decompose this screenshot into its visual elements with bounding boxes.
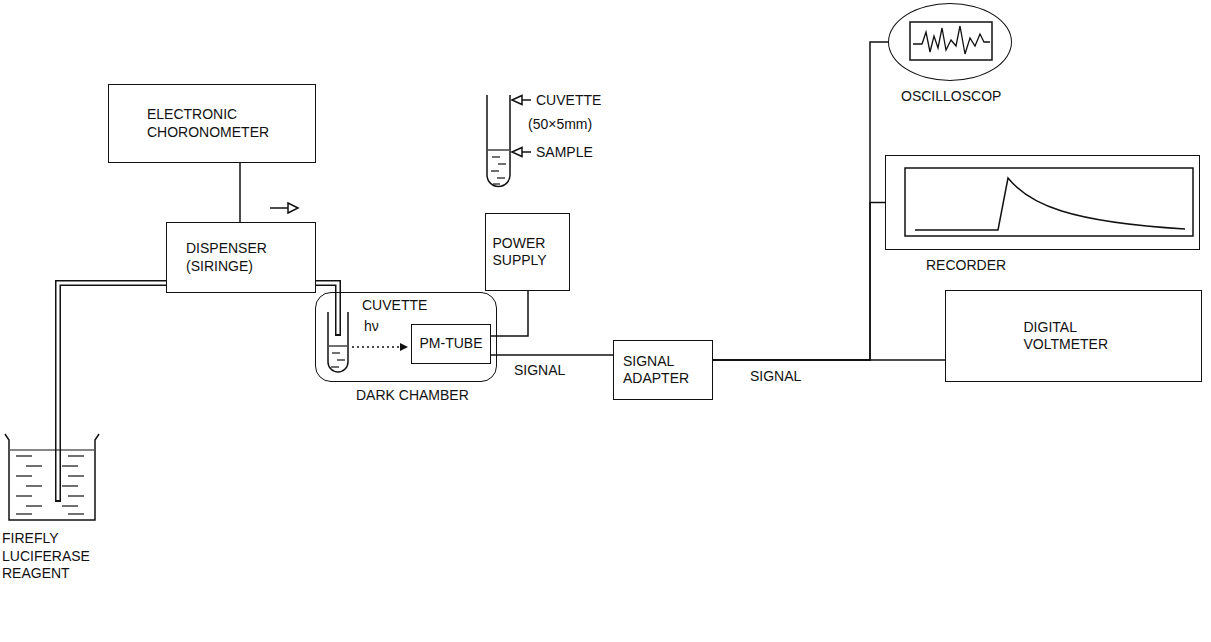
beaker-stroke <box>62 485 78 486</box>
beaker-stroke <box>16 455 32 456</box>
light-path <box>352 343 408 351</box>
node-text: PM-TUBE <box>420 335 483 353</box>
beaker-stroke <box>62 465 78 466</box>
tube-connector <box>58 283 166 430</box>
beaker-outline <box>2 430 102 522</box>
dimension: (50×5mm) <box>528 116 592 133</box>
oscilloscope: OSCILLOSCOP <box>888 3 1012 81</box>
reagent-beaker: FIREFLY LUCIFERASE REAGENT <box>2 430 102 522</box>
wire-connector <box>713 203 885 361</box>
tube-bore <box>316 283 338 292</box>
beaker-stroke <box>26 485 42 486</box>
beaker-stroke <box>10 449 94 450</box>
node-text: FIREFLY LUCIFERASE REAGENT <box>2 530 112 583</box>
dispenser-box: DISPENSER (SIRINGE) <box>166 222 316 293</box>
node-text: ELECTRONIC CHORONOMETER <box>147 106 277 141</box>
direction-arrow <box>270 203 298 213</box>
beaker-stroke <box>16 475 32 476</box>
timer-box: ELECTRONIC CHORONOMETER <box>108 84 316 163</box>
part-name: SAMPLE <box>536 144 593 161</box>
dispenser-nozzle <box>337 291 339 336</box>
wire-connector <box>239 163 241 222</box>
sample-liquid <box>329 346 347 367</box>
beaker-stroke <box>16 495 32 496</box>
node-text: OSCILLOSCOP <box>901 88 1041 106</box>
beaker-stroke <box>68 513 84 514</box>
beaker-stroke <box>26 505 42 506</box>
signal-label: SIGNAL <box>512 362 567 379</box>
cuvette-drawing <box>487 95 510 187</box>
oscilloscope-screen <box>910 22 992 60</box>
beaker-stroke <box>55 430 61 502</box>
beaker-stroke <box>68 455 84 456</box>
tube-bore <box>58 283 166 430</box>
beaker-stroke <box>5 434 99 520</box>
wire-connector <box>713 42 888 360</box>
power-supply-box: POWER SUPPLY <box>485 213 570 291</box>
sample-liquid <box>488 150 509 184</box>
recorder: RECORDER <box>885 155 1200 250</box>
symbol-label: hν <box>364 318 379 335</box>
beaker-stroke <box>68 495 84 496</box>
wire-connector <box>713 359 945 361</box>
recorder-chart <box>905 168 1193 236</box>
signal-label: SIGNAL <box>748 368 803 385</box>
wire-connector <box>491 354 613 356</box>
beaker-stroke <box>57 430 60 500</box>
node-text: SIGNAL ADAPTER <box>623 353 703 388</box>
beaker-stroke <box>68 475 84 476</box>
node-text: DISPENSER (SIRINGE) <box>186 240 296 275</box>
photomultiplier-box: PM-TUBE <box>411 324 491 364</box>
node-text: DIGITAL VOLTMETER <box>1024 319 1124 354</box>
tube-connector <box>316 283 338 292</box>
node-text: RECORDER <box>926 257 1086 275</box>
voltmeter-box: DIGITAL VOLTMETER <box>945 290 1202 382</box>
beaker-stroke <box>62 505 78 506</box>
beaker-stroke <box>16 513 32 514</box>
node-text: DARK CHAMBER <box>356 387 496 405</box>
signal-adapter-box: SIGNAL ADAPTER <box>613 340 713 400</box>
beaker-stroke <box>26 465 42 466</box>
node-text: POWER SUPPLY <box>493 235 563 270</box>
part-name: CUVETTE <box>362 297 427 314</box>
part-name: CUVETTE <box>536 92 601 109</box>
